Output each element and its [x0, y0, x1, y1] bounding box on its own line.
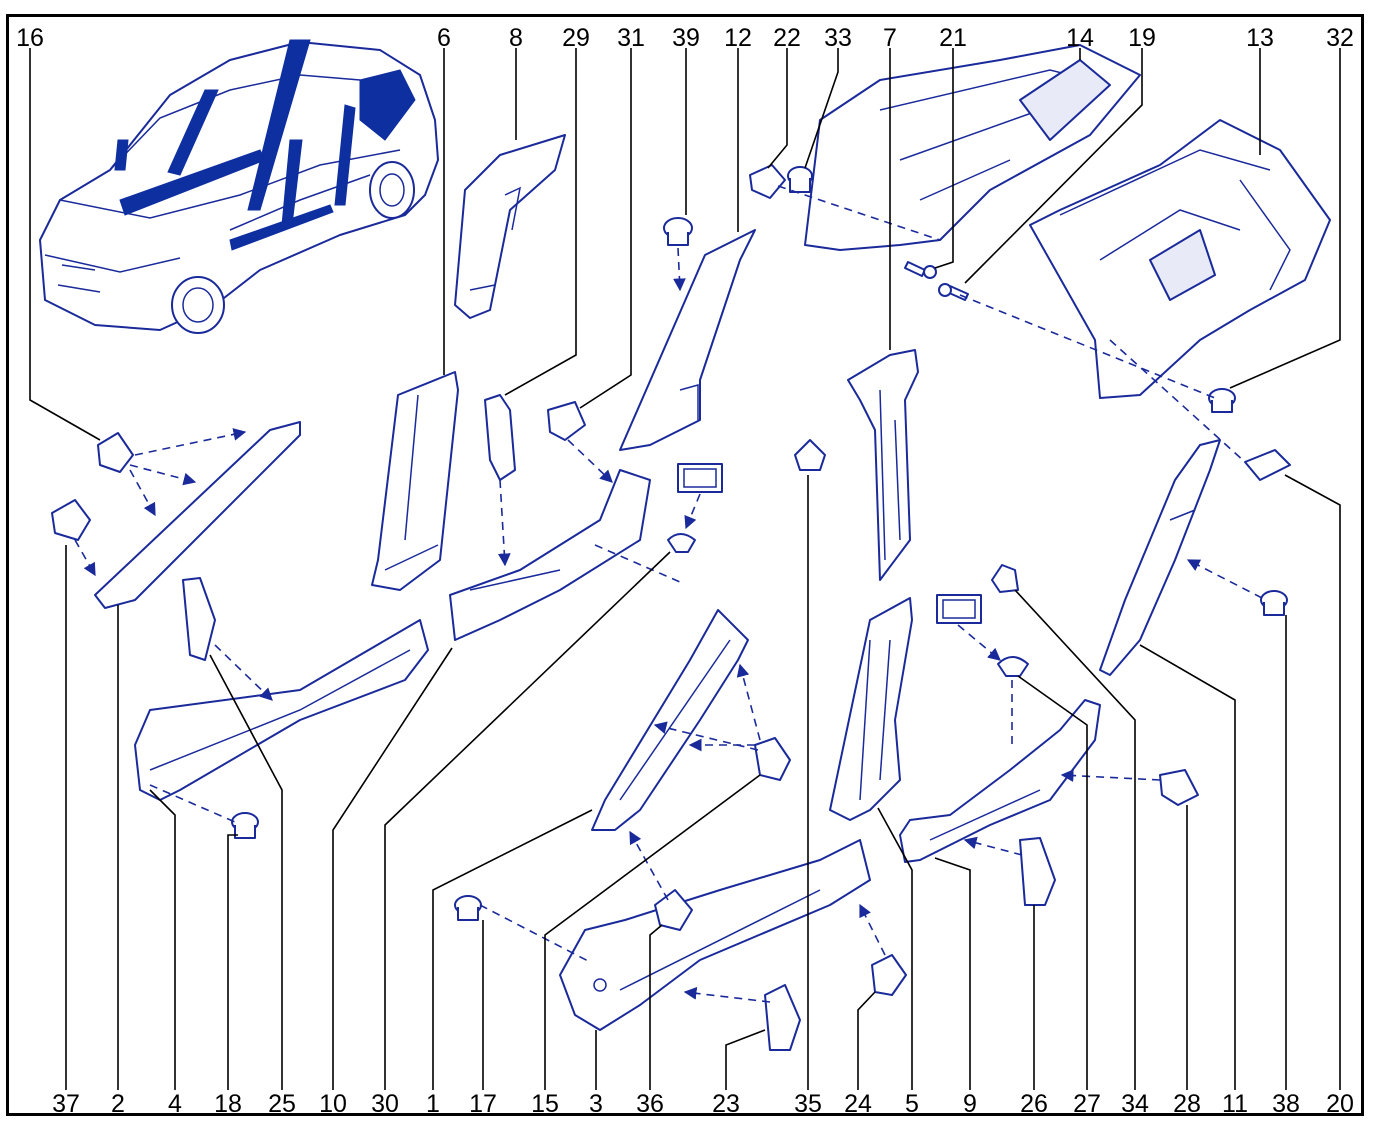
part-5 — [829, 597, 913, 821]
label-37: 37 — [52, 1090, 80, 1118]
label-12: 12 — [724, 24, 752, 52]
label-20: 20 — [1326, 1090, 1354, 1118]
label-1: 1 — [426, 1090, 440, 1118]
part-34 — [991, 564, 1019, 593]
part-39 — [663, 217, 693, 246]
label-34: 34 — [1121, 1090, 1149, 1118]
part-36 — [654, 889, 693, 931]
part-15 — [754, 737, 791, 781]
label-30: 30 — [371, 1090, 399, 1118]
part-13 — [1029, 119, 1331, 399]
leader-lines — [29, 48, 1341, 1090]
car-overview — [39, 39, 439, 334]
part-12 — [619, 229, 756, 451]
label-4: 4 — [168, 1090, 182, 1118]
label-24: 24 — [844, 1090, 872, 1118]
part-9 — [899, 699, 1101, 863]
label-21: 21 — [939, 24, 967, 52]
label-10: 10 — [319, 1090, 347, 1118]
part-28 — [1159, 769, 1199, 806]
label-15: 15 — [531, 1090, 559, 1118]
label-2: 2 — [111, 1090, 125, 1118]
part-21 — [904, 261, 937, 279]
label-32: 32 — [1326, 24, 1354, 52]
label-25: 25 — [268, 1090, 296, 1118]
label-18: 18 — [214, 1090, 242, 1118]
label-5: 5 — [905, 1090, 919, 1118]
part-14 — [804, 44, 1141, 251]
part-31 — [547, 401, 586, 441]
part-3 — [559, 839, 871, 1031]
label-35: 35 — [794, 1090, 822, 1118]
part-29 — [484, 394, 516, 481]
part-25 — [182, 577, 216, 661]
label-17: 17 — [469, 1090, 497, 1118]
label-9: 9 — [963, 1090, 977, 1118]
assembly-lines — [74, 185, 1263, 1003]
part-11 — [1099, 439, 1221, 676]
label-11: 11 — [1222, 1090, 1248, 1118]
part-38 — [1260, 590, 1288, 616]
label-6: 6 — [437, 24, 451, 52]
part-4 — [134, 619, 429, 801]
part-1 — [591, 609, 749, 831]
label-38: 38 — [1272, 1090, 1300, 1118]
part-33 — [787, 166, 813, 193]
label-31: 31 — [617, 24, 645, 52]
part-27 — [936, 594, 1029, 677]
label-22: 22 — [773, 24, 801, 52]
label-13: 13 — [1246, 24, 1274, 52]
part-23 — [764, 984, 801, 1051]
part-37 — [51, 499, 91, 541]
label-39: 39 — [672, 24, 700, 52]
label-28: 28 — [1173, 1090, 1201, 1118]
part-22 — [749, 164, 786, 199]
part-16 — [97, 432, 134, 473]
label-14: 14 — [1066, 24, 1094, 52]
part-6 — [371, 371, 459, 591]
label-33: 33 — [824, 24, 852, 52]
part-20 — [1244, 449, 1291, 481]
part-32 — [1208, 388, 1236, 413]
part-19 — [938, 283, 969, 301]
label-7: 7 — [883, 24, 897, 52]
part-24 — [871, 954, 907, 996]
part-2 — [94, 421, 301, 609]
label-27: 27 — [1073, 1090, 1101, 1118]
diagram-frame — [6, 14, 1364, 1116]
part-8 — [454, 134, 566, 319]
label-3: 3 — [589, 1090, 603, 1118]
part-26 — [1019, 837, 1056, 906]
part-7 — [847, 349, 919, 581]
part-18 — [231, 812, 259, 839]
label-36: 36 — [636, 1090, 664, 1118]
label-29: 29 — [562, 24, 590, 52]
part-17 — [454, 895, 482, 921]
label-26: 26 — [1020, 1090, 1048, 1118]
part-10 — [449, 463, 723, 641]
label-8: 8 — [509, 24, 523, 52]
part-35 — [794, 439, 826, 471]
label-23: 23 — [712, 1090, 740, 1118]
label-19: 19 — [1128, 24, 1156, 52]
label-16: 16 — [16, 24, 44, 52]
